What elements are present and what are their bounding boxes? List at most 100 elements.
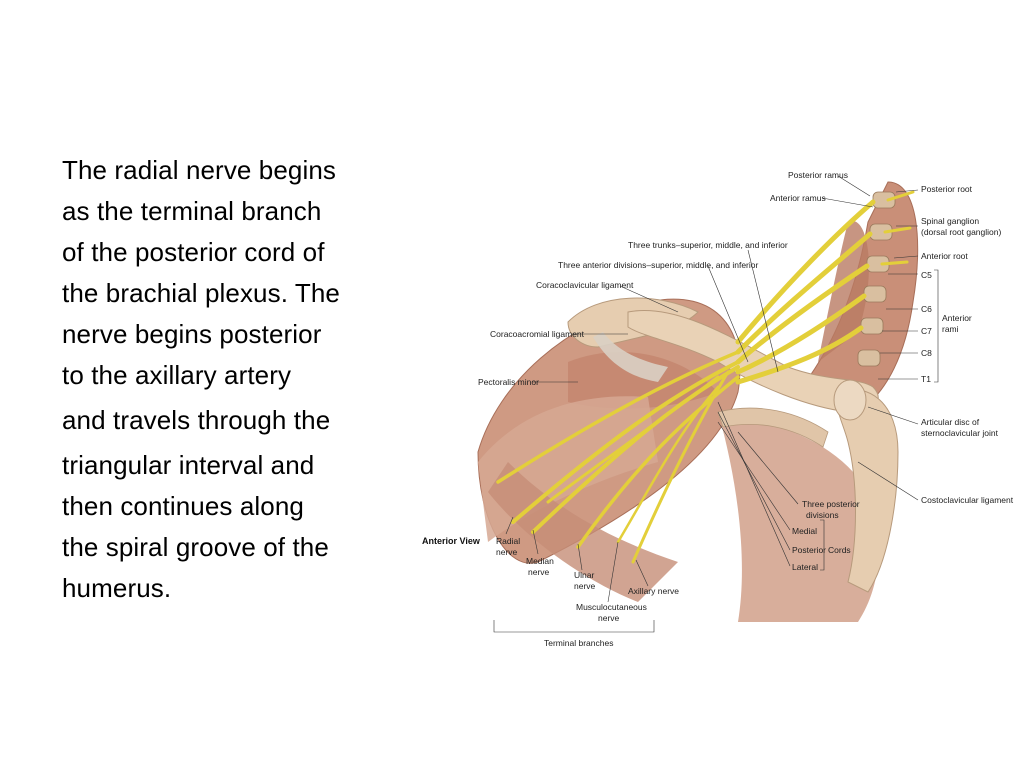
label-costoclavicular-ligament: Costoclavicular ligament	[921, 495, 1014, 505]
label-spinal-ganglion: Spinal ganglion	[921, 216, 979, 226]
nerve-root-c5	[735, 199, 876, 345]
label-coracoacromial-ligament: Coracoacromial ligament	[490, 329, 585, 339]
ulnar-nerve	[576, 375, 740, 549]
spinal-nerve-stub	[880, 260, 909, 266]
vertebra-shape	[863, 285, 887, 303]
label-cords: Cords	[828, 545, 851, 555]
label-radial-nerve: Radial	[496, 536, 520, 546]
label-c6: C6	[921, 304, 932, 314]
label-articular-disc-sub: sternoclavicular joint	[921, 428, 999, 438]
leader-line	[577, 543, 583, 571]
label-anterior-rami: Anterior	[942, 313, 972, 323]
label-coracoclavicular-ligament: Coracoclavicular ligament	[536, 280, 634, 290]
body-line: then continues along	[62, 491, 304, 521]
leader-line	[505, 516, 514, 535]
lower-arm-shape	[488, 462, 678, 602]
body-line: triangular interval and	[62, 450, 315, 480]
chest-wall-shape	[718, 412, 879, 622]
leader-line	[857, 461, 919, 501]
body-line: of the posterior cord of	[62, 237, 325, 267]
label-radial-nerve-sub: nerve	[496, 547, 518, 557]
label-median-nerve-sub: nerve	[528, 567, 550, 577]
body-line: The radial nerve begins	[62, 155, 337, 185]
nerve-root-c7	[735, 263, 870, 365]
leader-line	[607, 541, 619, 603]
figure-labels: Posterior ramus Anterior ramus Posterior…	[422, 170, 1014, 648]
label-three-trunks: Three trunks–superior, middle, and infer…	[628, 240, 788, 250]
vertebra-shape	[860, 317, 884, 335]
label-posterior: Posterior	[792, 545, 826, 555]
terminal-branches-bracket	[493, 620, 655, 633]
nerve-branch	[616, 385, 720, 544]
musculocutaneous-nerve	[496, 350, 740, 484]
label-three-anterior-divisions: Three anterior divisions–superior, middl…	[558, 260, 758, 270]
leader-line	[635, 559, 649, 587]
nerve-root-c8	[735, 293, 867, 375]
label-median-nerve: Median	[526, 556, 554, 566]
label-posterior-ramus: Posterior ramus	[788, 170, 848, 180]
label-medial: Medial	[792, 526, 817, 536]
label-three-posterior-divisions-sub: divisions	[806, 510, 839, 520]
leader-line	[821, 197, 874, 208]
label-t1: T1	[921, 374, 931, 384]
axillary-nerve	[631, 370, 730, 564]
anatomy-figure-svg: Posterior ramus Anterior ramus Posterior…	[422, 170, 1014, 648]
nerve-root-c6	[735, 231, 873, 355]
spinal-nerve-stub	[886, 190, 915, 202]
brachial-plexus-illustration: Posterior ramus Anterior ramus Posterior…	[418, 162, 1018, 657]
body-line: nerve begins posterior	[62, 319, 322, 349]
label-anterior-rami-sub: rami	[942, 324, 959, 334]
label-c5: C5	[921, 270, 932, 280]
label-musculocutaneous-nerve: Musculocutaneous	[576, 602, 647, 612]
nerve-bundle	[496, 190, 915, 564]
leader-line	[619, 285, 679, 313]
label-leader-lines	[493, 175, 939, 633]
label-spinal-ganglion-sub: (dorsal root ganglion)	[921, 227, 1001, 237]
label-anterior-ramus: Anterior ramus	[770, 193, 826, 203]
label-anterior-root: Anterior root	[921, 251, 968, 261]
coracoacromial-ligament-shape	[593, 332, 668, 382]
leader-line	[737, 431, 799, 505]
label-three-posterior-divisions: Three posterior	[802, 499, 860, 509]
anterior-rami-bracket	[934, 269, 939, 383]
first-rib-shape	[717, 407, 829, 448]
label-axillary-nerve: Axillary nerve	[628, 586, 679, 596]
leader-line	[747, 249, 779, 373]
body-line: to the axillary artery	[62, 360, 292, 390]
leader-line	[717, 421, 791, 531]
leader-line	[837, 175, 871, 197]
anatomy-drawing	[477, 181, 919, 622]
label-ulnar-nerve-sub: nerve	[574, 581, 596, 591]
label-posterior-root: Posterior root	[921, 184, 973, 194]
body-line: the spiral groove of the	[62, 532, 329, 562]
neck-muscle-shape	[818, 220, 869, 362]
nerve-root-t1	[735, 325, 864, 385]
articular-disc-shape	[833, 379, 867, 421]
spinal-nerve-stub	[883, 226, 912, 234]
leader-line	[867, 406, 919, 425]
nerve-branch	[546, 375, 720, 504]
sternum-shape	[836, 389, 899, 593]
label-lateral: Lateral	[792, 562, 818, 572]
radial-nerve	[511, 360, 740, 524]
leader-line	[717, 411, 791, 551]
slide-body-text: The radial nerve begins as the terminal …	[62, 150, 402, 609]
label-pectoralis-minor: Pectoralis minor	[478, 377, 539, 387]
cords-bracket	[820, 519, 825, 571]
label-articular-disc: Articular disc of	[921, 417, 980, 427]
leader-line	[717, 401, 791, 567]
label-ulnar-nerve: Ulnar	[574, 570, 594, 580]
label-anterior-view: Anterior View	[422, 536, 481, 546]
vertebra-shape	[857, 349, 881, 367]
label-terminal-branches: Terminal branches	[544, 638, 613, 648]
body-line: humerus.	[62, 573, 172, 603]
leader-line	[893, 255, 919, 259]
leader-line	[532, 529, 539, 555]
body-line: and travels through the	[62, 405, 331, 435]
body-line: as the terminal branch	[62, 196, 322, 226]
label-musculocutaneous-nerve-sub: nerve	[598, 613, 620, 623]
label-c7: C7	[921, 326, 932, 336]
leader-line	[895, 189, 919, 193]
label-c8: C8	[921, 348, 932, 358]
leader-line	[707, 265, 749, 363]
